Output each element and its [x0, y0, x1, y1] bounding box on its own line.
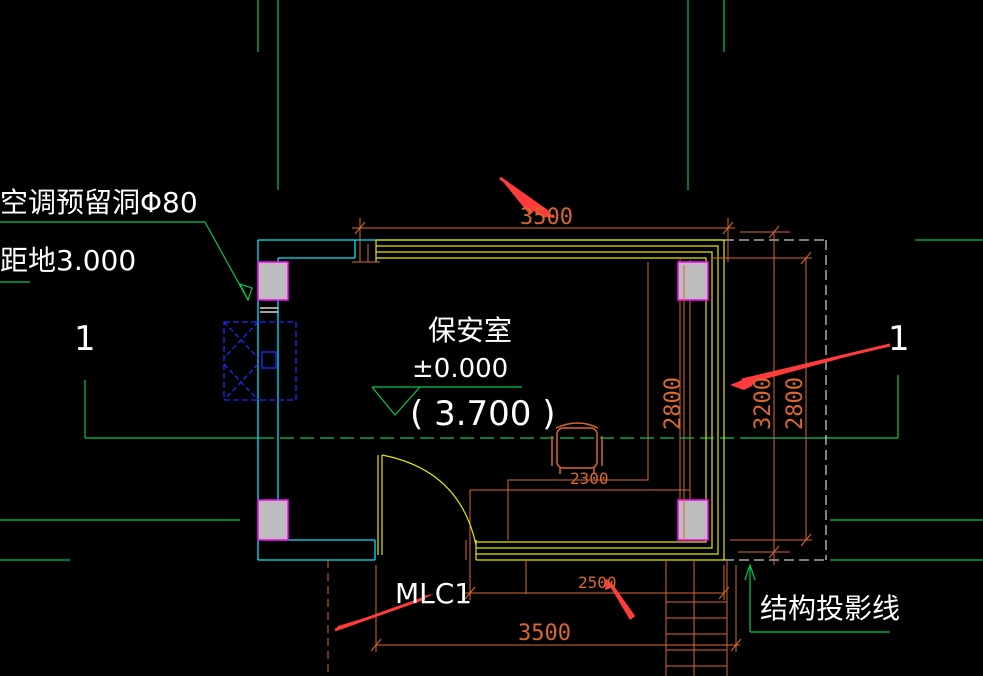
- dim-top-width: 3500: [520, 205, 573, 230]
- door-swing-icon: [377, 454, 477, 555]
- desk-outline: [469, 258, 691, 600]
- level-triangle-icon: [371, 386, 522, 416]
- ac-unit-icon: [223, 307, 297, 401]
- dim-bottom-width: 3500: [518, 621, 571, 646]
- dim-inner-bottom: 2500: [578, 573, 617, 592]
- dim-desk-width: 2300: [570, 469, 609, 488]
- wall-finish: [375, 239, 725, 561]
- column-top-right: [677, 261, 709, 301]
- axis-lines: [0, 0, 983, 633]
- room-name: 保安室: [428, 314, 512, 347]
- dim-inner-height: 2800: [661, 377, 686, 430]
- floor-level: ±0.000: [412, 354, 508, 384]
- projection-arrow: [744, 563, 756, 581]
- column-top-left: [257, 261, 289, 301]
- structure-projection: [724, 239, 827, 561]
- chair-icon: [551, 422, 603, 474]
- columns: [257, 261, 709, 541]
- height-note: 距地3.000: [0, 244, 136, 277]
- section-mark-right: 1: [888, 319, 910, 359]
- dimension-lines: [327, 218, 812, 676]
- projection-note: 结构投影线: [760, 592, 900, 625]
- column-bottom-right: [677, 499, 709, 541]
- annotation-arrow-icon: [730, 345, 890, 390]
- door-tag: MLC1: [395, 577, 472, 610]
- column-bottom-left: [257, 499, 289, 541]
- dim-outer-height: 3200: [751, 377, 776, 430]
- ac-hole-note: 空调预留洞Φ80: [0, 186, 198, 219]
- section-mark-left: 1: [74, 319, 96, 359]
- roof-level: ( 3.700 ): [410, 394, 555, 434]
- dim-side-height: 2800: [783, 377, 808, 430]
